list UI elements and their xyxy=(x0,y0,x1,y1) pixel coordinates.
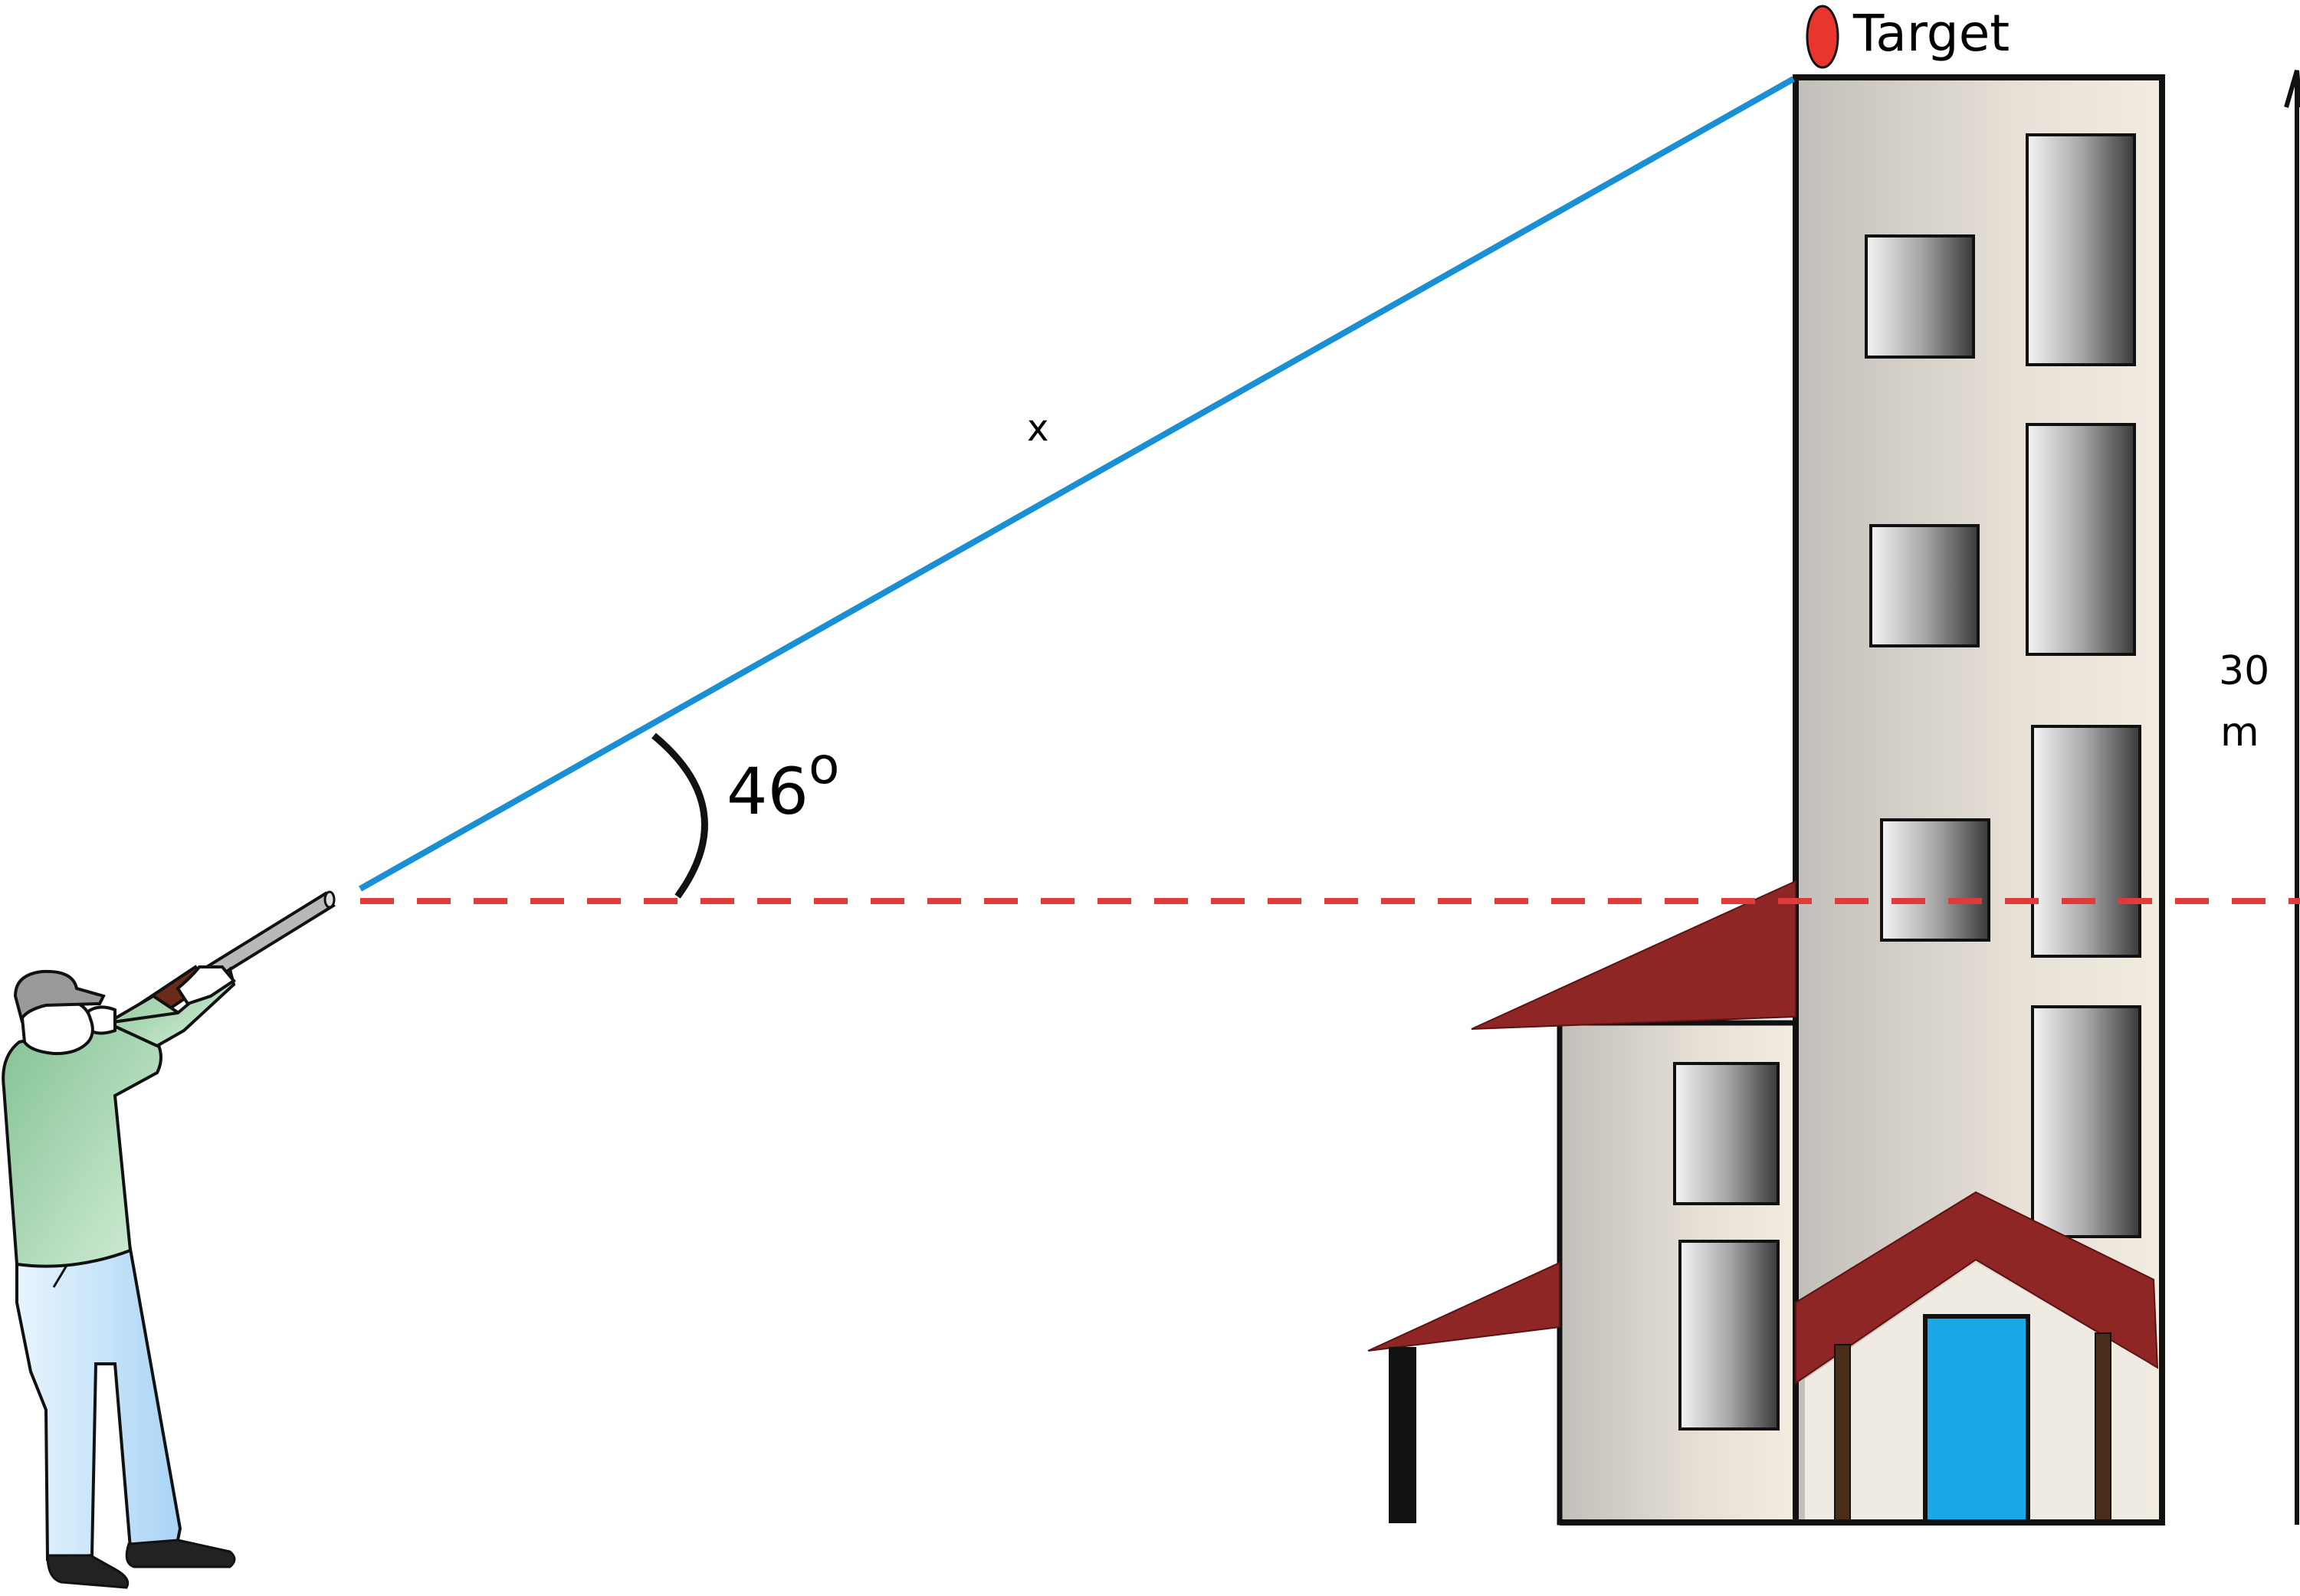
shooter xyxy=(2,890,336,1589)
wing-roof xyxy=(1471,880,1796,1030)
tower-window xyxy=(2026,423,2136,656)
angle-arc xyxy=(651,732,708,899)
wing-window xyxy=(1678,1240,1780,1431)
wing-window xyxy=(1673,1062,1780,1205)
entrance-roof xyxy=(1795,1191,2159,1385)
porch-post xyxy=(1389,1347,1416,1523)
height-dimension: 30 m xyxy=(2219,70,2300,1525)
line-of-sight xyxy=(359,76,1795,892)
shoe-back xyxy=(46,1554,130,1589)
building xyxy=(1367,74,2165,1526)
tower-window xyxy=(2031,1005,2141,1238)
tower-window xyxy=(2026,133,2136,366)
door xyxy=(1923,1314,2030,1526)
entrance-post xyxy=(2095,1332,2111,1523)
angle-value: 46 xyxy=(727,754,809,829)
front-hand xyxy=(86,1005,116,1035)
rifle-muzzle xyxy=(323,890,336,909)
hand xyxy=(176,965,236,1006)
porch-roof xyxy=(1367,1261,1560,1352)
raised-arm xyxy=(101,966,236,1048)
shirt xyxy=(2,994,179,1268)
tower-window xyxy=(2031,725,2141,958)
trousers xyxy=(15,1247,182,1562)
shoe-front xyxy=(125,1539,236,1568)
target-label: Target xyxy=(1852,4,2010,63)
height-value: 30 xyxy=(2219,648,2269,694)
tower-window xyxy=(1865,234,1975,359)
entrance-post xyxy=(1834,1344,1851,1523)
height-arrow-head xyxy=(2284,70,2300,108)
height-unit: m xyxy=(2220,710,2259,755)
hypotenuse-label: x xyxy=(1027,407,1048,450)
cap xyxy=(13,969,106,1024)
tower-window xyxy=(1869,524,1980,647)
target-marker xyxy=(1806,5,1839,69)
tower-window xyxy=(1880,818,1990,942)
angle-degree-mark: o xyxy=(809,736,839,795)
